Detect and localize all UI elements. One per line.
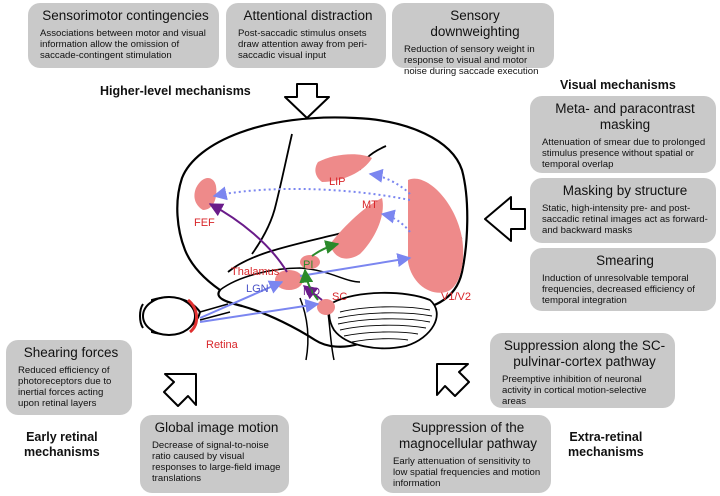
box-description: Attenuation of smear due to prolonged st… (542, 137, 706, 170)
region-v1v2 (408, 178, 464, 293)
header-extra-retinal: Extra-retinal mechanisms (568, 430, 644, 460)
region-sc (317, 299, 335, 315)
v1-to-lip-dotted (368, 168, 411, 195)
box-masking-by-structure: Masking by structure Static, high-intens… (530, 178, 716, 243)
label-pi: PI (303, 259, 313, 271)
box-sc-pulvinar-suppression: Suppression along the SC-pulvinar-cortex… (490, 333, 675, 408)
box-sensorimotor-contingencies: Sensorimotor contingencies Associations … (28, 3, 219, 68)
box-global-image-motion: Global image motion Decrease of signal-t… (140, 415, 289, 493)
box-meta-paracontrast-masking: Meta- and paracontrast masking Attenuati… (530, 96, 716, 173)
left-arrow-icon (484, 196, 526, 242)
upleft-arrow-icon (436, 363, 470, 397)
label-thalamus: Thalamus (231, 266, 280, 278)
label-v1v2: V1/V2 (441, 291, 471, 303)
label-lip: LIP (329, 176, 346, 188)
box-attentional-distraction: Attentional distraction Post-saccadic st… (226, 3, 386, 68)
box-title: Suppression of the magnocellular pathway (398, 420, 538, 451)
box-description: Early attenuation of sensitivity to low … (393, 456, 541, 489)
box-smearing: Smearing Induction of unresolvable tempo… (530, 248, 716, 311)
box-title: Meta- and paracontrast masking (555, 101, 695, 132)
box-title: Masking by structure (562, 183, 688, 198)
box-magnocellular-suppression: Suppression of the magnocellular pathway… (381, 415, 551, 493)
box-description: Reduced efficiency of photoreceptors due… (18, 365, 112, 409)
lgn-to-v1-arrow (299, 253, 412, 277)
label-lgn: LGN (246, 283, 269, 295)
box-description: Post-saccadic stimulus onsets draw atten… (238, 28, 368, 61)
md-to-fef-arrow (208, 203, 288, 273)
label-sc: SC (332, 291, 347, 303)
v1-to-fef-dotted (212, 186, 411, 201)
header-higher-level: Higher-level mechanisms (100, 84, 251, 98)
region-lip (315, 154, 372, 182)
header-extra-line2: mechanisms (568, 445, 644, 459)
upright-arrow-icon (163, 373, 197, 407)
box-title: Smearing (596, 253, 654, 268)
region-mt (330, 198, 383, 259)
header-visual: Visual mechanisms (560, 78, 676, 92)
box-title: Sensory downweighting (430, 8, 520, 39)
box-description: Associations between motor and visual in… (40, 28, 206, 61)
box-description: Preemptive inhibition of neuronal activi… (502, 374, 647, 407)
header-early-line1: Early retinal (26, 430, 98, 444)
pi-to-mt-arrow (311, 240, 340, 257)
header-early-line2: mechanisms (24, 445, 100, 459)
box-description: Reduction of sensory weight in response … (404, 44, 539, 77)
temporal-lobe-edge (219, 267, 361, 291)
region-fef (194, 178, 217, 210)
box-sensory-downweighting: Sensory downweighting Reduction of senso… (392, 3, 554, 77)
retina-to-sc-arrow (199, 298, 320, 323)
box-description: Static, high-intensity pre- and post-sac… (542, 203, 708, 236)
down-arrow-icon (284, 83, 330, 119)
box-title: Shearing forces (23, 345, 119, 360)
box-description: Induction of unresolvable temporal frequ… (542, 273, 695, 306)
label-fef: FEF (194, 217, 215, 229)
box-title: Sensorimotor contingencies (42, 8, 209, 23)
label-retina: Retina (206, 339, 239, 351)
box-title: Global image motion (154, 420, 279, 435)
box-description: Decrease of signal-to-noise ratio caused… (152, 440, 281, 484)
v1-to-mt-dotted (380, 209, 411, 233)
header-extra-line1: Extra-retinal (569, 430, 643, 444)
eye-icon (139, 296, 231, 336)
retina-to-lgn-arrow (199, 280, 284, 319)
box-title: Attentional distraction (243, 8, 373, 23)
header-early-retinal: Early retinal mechanisms (24, 430, 100, 460)
box-shearing-forces: Shearing forces Reduced efficiency of ph… (6, 340, 132, 415)
box-title: Suppression along the SC-pulvinar-cortex… (503, 338, 666, 369)
region-pi (300, 255, 320, 269)
sc-to-pi-arrow (299, 268, 319, 301)
label-md: MD (303, 286, 320, 298)
label-mt: MT (362, 199, 378, 211)
